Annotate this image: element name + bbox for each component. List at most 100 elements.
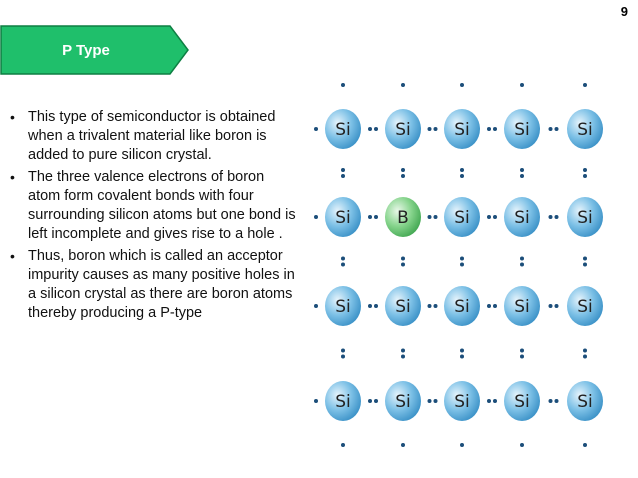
electron-dot	[368, 127, 372, 131]
bullet-dot: •	[10, 248, 15, 264]
atom-circle	[504, 381, 540, 421]
electron-dot	[460, 174, 464, 178]
silicon-atom: Si	[567, 197, 603, 237]
atom-label: Si	[577, 208, 593, 228]
electron-dot	[460, 83, 464, 87]
electron-dot	[427, 399, 432, 403]
page-number: 9	[620, 4, 628, 19]
atom-label: Si	[514, 392, 530, 412]
bullet-item: • The three valence electrons of boron a…	[8, 168, 298, 244]
electron-dot	[583, 168, 587, 172]
electron-dot	[520, 354, 524, 359]
electron-dot	[401, 168, 405, 172]
atom-label: Si	[335, 392, 351, 412]
atom-circle	[444, 109, 480, 149]
electron-dot	[368, 215, 372, 219]
electron-dot	[487, 215, 491, 219]
bullet-list: • This type of semiconductor is obtained…	[8, 108, 298, 326]
silicon-atom: Si	[325, 197, 361, 237]
electron-dot	[401, 83, 405, 87]
electron-dot	[314, 304, 318, 308]
atom-circle	[444, 381, 480, 421]
electron-dot	[401, 348, 405, 353]
silicon-atom: Si	[567, 381, 603, 421]
electron-dot	[554, 215, 559, 219]
atom-label: Si	[335, 208, 351, 228]
electron-dot	[368, 399, 372, 403]
atom-label: Si	[514, 120, 530, 140]
electron-dot	[341, 348, 345, 353]
electron-dot	[583, 262, 587, 267]
electron-dot	[341, 262, 345, 267]
electron-dot	[487, 127, 491, 131]
electron-dot	[583, 354, 587, 359]
silicon-atom: Si	[385, 381, 421, 421]
electron-dot	[554, 304, 559, 308]
electron-dot	[460, 262, 464, 267]
electron-dot	[460, 256, 464, 261]
electron-dot	[433, 215, 438, 219]
electron-dot	[520, 168, 524, 172]
atom-circle	[504, 197, 540, 237]
atom-circle	[325, 381, 361, 421]
atom-label: Si	[514, 297, 530, 317]
electron-dot	[520, 262, 524, 267]
silicon-atom: Si	[444, 109, 480, 149]
boron-atom: B	[385, 197, 421, 237]
electron-dot	[520, 256, 524, 261]
silicon-atom: Si	[567, 286, 603, 326]
silicon-atom: Si	[504, 381, 540, 421]
electron-dot	[520, 83, 524, 87]
electron-dot	[460, 443, 464, 447]
atom-circle	[325, 109, 361, 149]
electron-dot	[401, 443, 405, 447]
silicon-atom: Si	[385, 109, 421, 149]
electron-dot	[583, 348, 587, 353]
silicon-atom: Si	[325, 381, 361, 421]
electron-dot	[427, 215, 432, 219]
bullet-text: This type of semiconductor is obtained w…	[28, 109, 276, 163]
electron-dot	[487, 399, 491, 403]
atom-circle	[504, 286, 540, 326]
atom-circle	[385, 286, 421, 326]
atom-circle	[504, 109, 540, 149]
atom-circle	[325, 286, 361, 326]
electron-dot	[583, 443, 587, 447]
electron-dot	[341, 256, 345, 261]
electron-dot	[583, 174, 587, 178]
atom-label: Si	[577, 297, 593, 317]
electron-dot	[427, 127, 432, 131]
silicon-atom: Si	[567, 109, 603, 149]
electron-dot	[460, 354, 464, 359]
title-banner: P Type	[0, 25, 190, 75]
electron-dot	[374, 127, 378, 131]
electron-dot	[554, 127, 559, 131]
electron-dot	[433, 399, 438, 403]
silicon-atom: Si	[504, 197, 540, 237]
electron-dot	[341, 354, 345, 359]
electron-dot	[548, 304, 553, 308]
atom-circle	[325, 197, 361, 237]
electron-dot	[341, 174, 345, 178]
atom-label: Si	[395, 297, 411, 317]
bullet-item: • Thus, boron which is called an accepto…	[8, 247, 298, 323]
electron-dot	[520, 348, 524, 353]
banner-arrow-shape	[0, 25, 189, 75]
bullet-dot: •	[10, 169, 15, 185]
electron-dot	[548, 215, 553, 219]
electron-dot	[548, 127, 553, 131]
atom-circle	[567, 381, 603, 421]
electron-dot	[368, 304, 372, 308]
bullet-text: The three valence electrons of boron ato…	[28, 169, 296, 242]
atom-circle	[385, 109, 421, 149]
atom-label: Si	[454, 208, 470, 228]
electron-dot	[374, 399, 378, 403]
silicon-atom: Si	[444, 381, 480, 421]
electron-dot	[520, 443, 524, 447]
atom-circle	[567, 286, 603, 326]
electron-dot	[401, 256, 405, 261]
atom-circle	[444, 197, 480, 237]
atom-circle	[567, 109, 603, 149]
electron-dot	[460, 168, 464, 172]
